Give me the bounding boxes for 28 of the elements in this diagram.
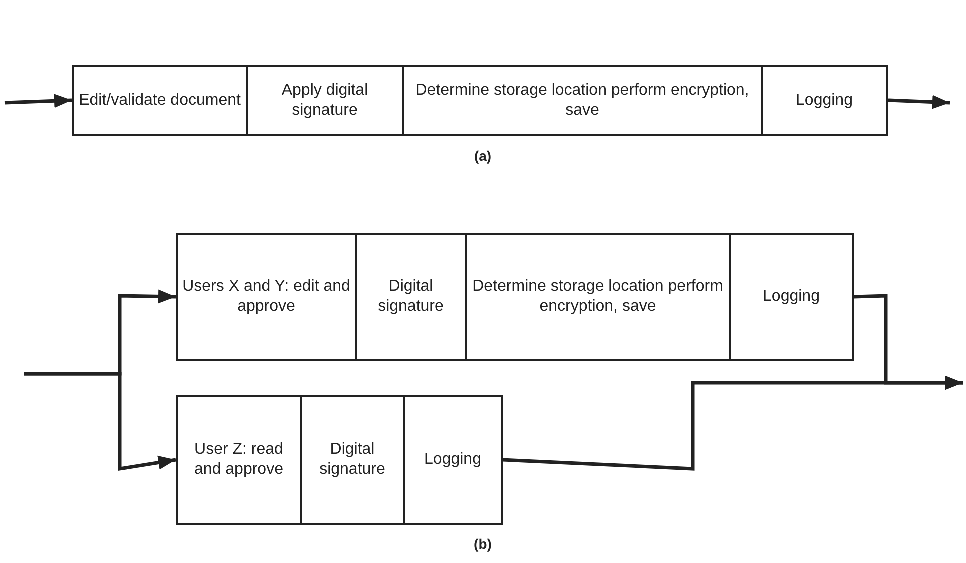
arrow xyxy=(4,94,72,108)
box-text: Users X and Y: edit and approve xyxy=(182,277,351,317)
arrow xyxy=(888,95,950,110)
process-box xyxy=(729,233,854,361)
process-box xyxy=(465,233,731,361)
panel-label: (a) xyxy=(474,148,492,164)
process-box xyxy=(72,65,248,136)
box-text: Digital signature xyxy=(318,440,386,480)
process-box xyxy=(176,233,357,361)
process-box xyxy=(403,395,503,525)
box-text: Digital signature xyxy=(377,277,445,317)
box-text: Determine storage location perform encryption, save xyxy=(472,277,724,317)
arrow xyxy=(502,376,963,471)
process-box xyxy=(761,65,888,136)
arrow xyxy=(24,372,176,472)
box-text: Logging xyxy=(796,90,853,110)
box-text: Apply digital signature xyxy=(280,80,370,120)
process-box xyxy=(402,65,763,136)
panel-label: (b) xyxy=(474,536,492,552)
box-text: Edit/validate document xyxy=(79,90,241,110)
process-box xyxy=(300,395,405,525)
box-text: Logging xyxy=(763,287,820,307)
box-text: Logging xyxy=(424,450,482,470)
process-box xyxy=(246,65,404,136)
box-text: User Z: read and approve xyxy=(194,440,284,480)
process-box xyxy=(176,395,302,525)
process-box xyxy=(355,233,467,361)
box-text: Determine storage location perform encryption, save xyxy=(414,80,750,120)
